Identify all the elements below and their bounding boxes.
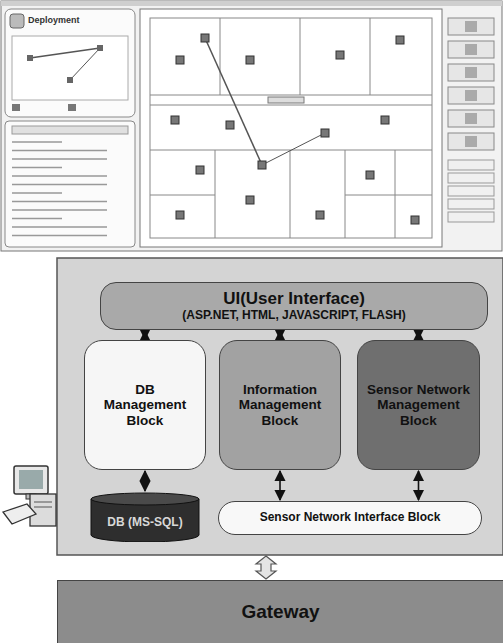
double-arrow [144, 331, 146, 339]
mini-node [97, 45, 103, 51]
ui-box: UI(User Interface)(ASP.NET, HTML, JAVASC… [100, 282, 488, 330]
panel-title: Deployment [28, 15, 80, 25]
legend-chip [68, 104, 76, 111]
process-box: Information Management Block [219, 340, 341, 470]
interface-box: Sensor Network Interface Block [218, 501, 482, 535]
floor-map [140, 9, 442, 247]
map-tag [268, 97, 304, 103]
node-title: Information Management Block [228, 382, 332, 429]
node-title: DB (MS-SQL) [107, 516, 182, 530]
mini-node [67, 77, 73, 83]
mini-link [30, 48, 100, 58]
screenshot-frame [1, 1, 502, 251]
computer-icon [3, 466, 56, 526]
node-title: Gateway [241, 601, 319, 623]
tool-buttons [448, 18, 494, 222]
server-panel [57, 258, 503, 555]
mini-node [27, 55, 33, 61]
legend-chip [12, 104, 20, 111]
room-walls [150, 18, 432, 238]
log-panel [5, 121, 135, 247]
panel-icon [10, 14, 24, 28]
node-title: UI(User Interface) [223, 289, 365, 309]
map-link [262, 133, 325, 165]
double-arrow [144, 471, 146, 491]
node-title: Sensor Network Interface Block [260, 511, 441, 525]
double-arrow [418, 471, 420, 500]
node-title: DB Management Block [93, 382, 197, 429]
node-title: Sensor Network Management Block [366, 382, 471, 429]
mini-link [70, 48, 100, 80]
link-arrow [256, 556, 276, 579]
node-subtitle: (ASP.NET, HTML, JAVASCRIPT, FLASH) [182, 309, 405, 323]
title-bar [1, 1, 502, 6]
double-arrow [418, 331, 420, 339]
map-link [205, 38, 262, 165]
process-box: Sensor Network Management Block [357, 340, 480, 470]
gateway-box: Gateway [57, 580, 503, 643]
log-tabs [12, 126, 128, 134]
deployment-panel [5, 9, 135, 117]
mini-map [12, 36, 128, 100]
database-cylinder: DB (MS-SQL) [90, 492, 200, 542]
sensor-markers [171, 34, 419, 224]
log-lines [12, 142, 107, 236]
double-arrow [279, 331, 281, 339]
double-arrow [279, 471, 281, 500]
process-box: DB Management Block [84, 340, 206, 470]
